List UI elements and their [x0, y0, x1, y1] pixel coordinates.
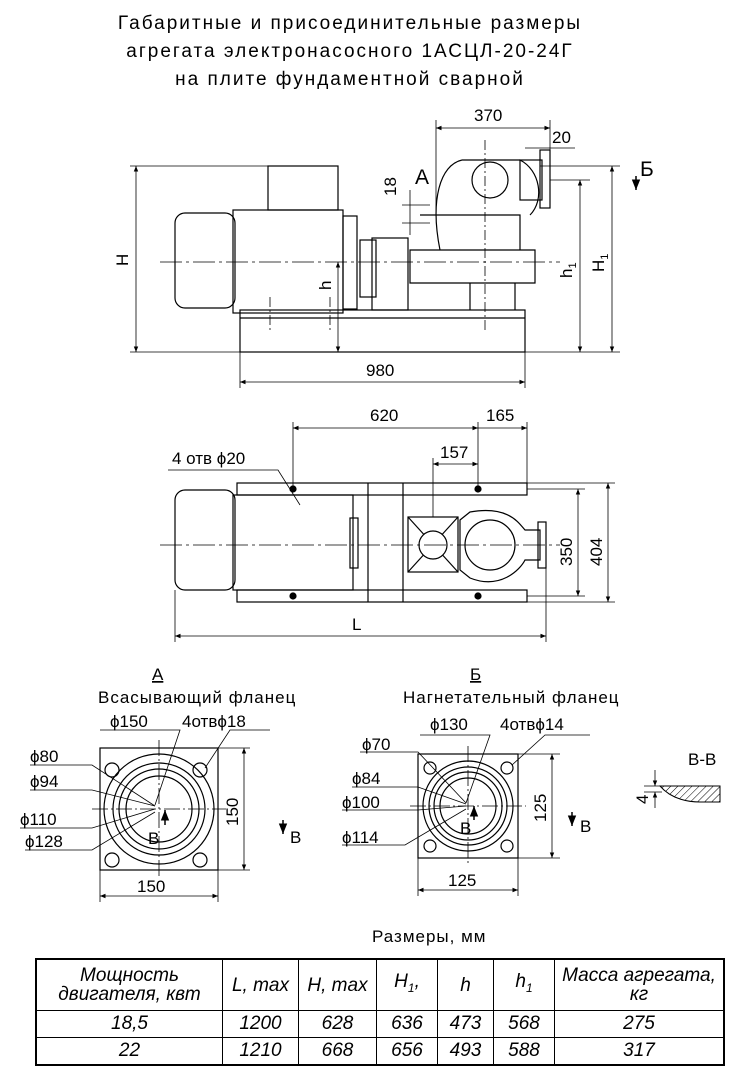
section-bb-dim-4: 4: [633, 795, 652, 804]
holes-note-top: 4 отв ϕ20: [172, 449, 245, 468]
table-row: 22 1210 668 656 493 588 317: [35, 1037, 725, 1066]
section-bb-label: В-В: [688, 750, 716, 769]
flange-a-view-label: А: [152, 665, 164, 684]
flange-a-d110: ϕ110: [20, 810, 57, 829]
drawing-title-line2: агрегата электронасосного 1АСЦЛ-20-24Г: [126, 41, 574, 62]
label-H-side: H: [113, 254, 132, 266]
flange-b: [342, 734, 590, 896]
cell-L: 1210: [222, 1037, 299, 1066]
flange-a-arrow-label: В: [290, 828, 301, 847]
header-L: L, max: [222, 958, 299, 1011]
flange-b-width: 125: [448, 871, 476, 890]
header-H: H, max: [298, 958, 377, 1011]
dim-157: 157: [440, 443, 468, 462]
dim-20: 20: [552, 128, 571, 147]
flange-b-section: В: [460, 819, 471, 838]
cell-h: 493: [437, 1037, 494, 1066]
flange-b-height: 125: [531, 794, 550, 822]
flange-b-d114: ϕ114: [342, 828, 379, 847]
dim-350: 350: [557, 538, 576, 566]
view-label-A: А: [415, 166, 429, 189]
header-h: h: [437, 958, 494, 1011]
label-h1: h1: [557, 262, 579, 278]
cell-H1: 636: [376, 1010, 438, 1038]
flange-a: [20, 729, 288, 902]
sizes-table: Мощность двигателя, квт L, max H, max H1…: [35, 958, 725, 1066]
cell-h1: 568: [493, 1010, 555, 1038]
view-label-B: Б: [640, 158, 654, 181]
side-view: [130, 120, 641, 388]
cell-H: 668: [298, 1037, 377, 1066]
label-H1: H1: [589, 254, 611, 272]
section-bb: [644, 770, 721, 808]
flange-a-d94: ϕ94: [30, 772, 58, 791]
cell-mass: 317: [554, 1037, 725, 1066]
dim-980: 980: [366, 361, 394, 380]
table-header-row: Мощность двигателя, квт L, max H, max H1…: [35, 958, 725, 1011]
drawing-title-line1: Габаритные и присоединительные размеры: [117, 13, 583, 34]
cell-H: 628: [298, 1010, 377, 1038]
cell-h: 473: [437, 1010, 494, 1038]
top-view: [160, 422, 615, 642]
dim-620: 620: [370, 406, 398, 425]
dim-404: 404: [587, 538, 606, 566]
flange-a-width: 150: [137, 877, 165, 896]
label-L: L: [352, 615, 361, 634]
flange-a-caption: Всасывающий фланец: [98, 688, 296, 707]
flange-b-d70: ϕ70: [362, 735, 390, 754]
dim-165: 165: [486, 406, 514, 425]
label-h-side: h: [316, 281, 335, 290]
dim-370: 370: [474, 106, 502, 125]
header-power: Мощность двигателя, квт: [35, 958, 223, 1011]
header-mass: Масса агрегата, кг: [554, 958, 725, 1011]
cell-power: 18,5: [35, 1010, 223, 1038]
cell-L: 1200: [222, 1010, 299, 1038]
table-row: 18,5 1200 628 636 473 568 275: [35, 1010, 725, 1038]
flange-b-arrow-label: В: [580, 817, 591, 836]
dim-18: 18: [381, 177, 400, 196]
cell-H1: 656: [376, 1037, 438, 1066]
flange-b-d84: ϕ84: [352, 769, 380, 788]
flange-a-holes: 4отвϕ18: [182, 712, 246, 731]
table-caption: Размеры, мм: [372, 927, 487, 946]
flange-a-d128: ϕ128: [25, 832, 63, 851]
drawing-title-line3: на плите фундаментной сварной: [175, 69, 525, 90]
cell-h1: 588: [493, 1037, 555, 1066]
cell-mass: 275: [554, 1010, 725, 1038]
flange-b-holes: 4отвϕ14: [500, 715, 564, 734]
cell-power: 22: [35, 1037, 223, 1066]
flange-a-d80: ϕ80: [30, 747, 58, 766]
flange-b-view-label: Б: [470, 665, 481, 684]
header-H1: H1,: [376, 958, 438, 1011]
flange-a-d150: ϕ150: [110, 712, 148, 731]
flange-b-d100: ϕ100: [342, 793, 380, 812]
flange-a-height: 150: [223, 798, 242, 826]
header-h1: h1: [493, 958, 555, 1011]
flange-b-caption: Нагнетательный фланец: [403, 688, 620, 707]
flange-a-section: В: [148, 829, 159, 848]
flange-b-d130: ϕ130: [430, 715, 468, 734]
